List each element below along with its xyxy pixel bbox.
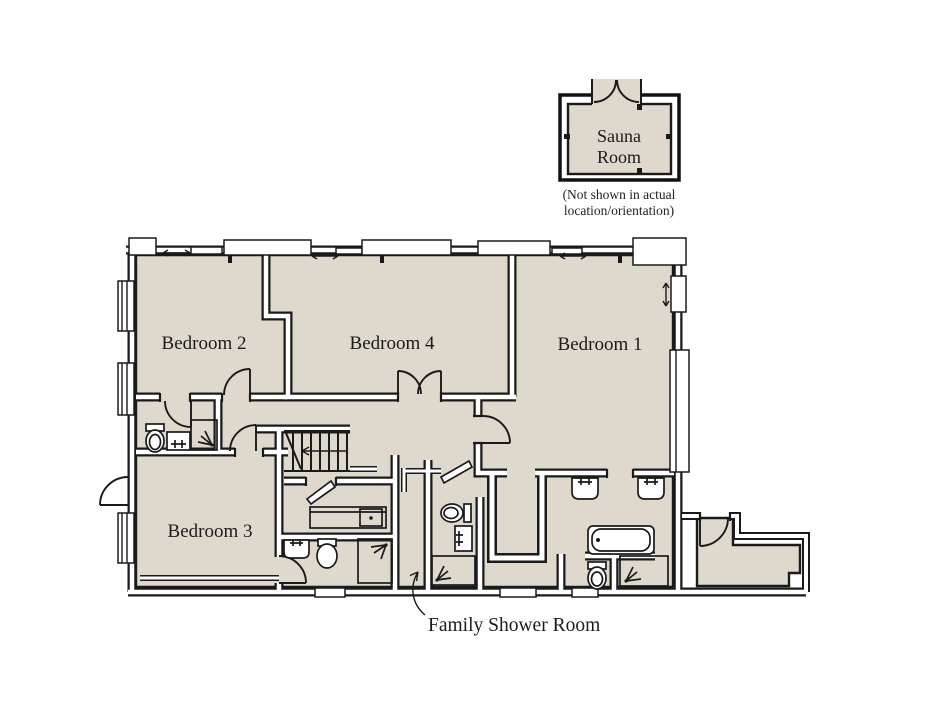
window-top-corner: [128, 237, 157, 256]
sink-icon: [454, 525, 473, 552]
toilet-icon: [316, 538, 338, 569]
opening-direction-arrows: [162, 249, 670, 307]
door-rear-extension: [699, 517, 729, 547]
arrow-horizontal-icon: [311, 252, 339, 260]
sauna-note-line2: location/orientation): [564, 203, 674, 218]
sauna-room: Sauna Room (Not shown in actual location…: [558, 79, 681, 218]
sink-icon: [166, 431, 191, 451]
door-bedroom3: [229, 424, 257, 452]
window-bay: [477, 240, 551, 256]
sink-icon: [283, 539, 310, 559]
arrow-vertical-icon: [662, 282, 670, 307]
bedroom3-label: Bedroom 3: [168, 521, 253, 542]
staircase: [284, 430, 350, 472]
sauna-note-line1: (Not shown in actual: [563, 187, 676, 202]
window-right-tall: [669, 349, 690, 473]
windows: [117, 237, 690, 598]
shower-icon: [619, 555, 669, 587]
bedroom2-ensuite: [145, 419, 218, 453]
door-exterior-left: [99, 476, 129, 506]
bedroom2-label: Bedroom 2: [162, 333, 247, 354]
window-left-2: [117, 362, 135, 416]
sauna-double-door: [593, 79, 640, 103]
sauna-room-label-line2: Room: [597, 147, 641, 167]
toilet-icon: [145, 423, 165, 453]
window-bay: [223, 239, 312, 256]
sauna-room-label-line1: Sauna: [597, 126, 641, 146]
bedroom1-bathrooms: [571, 477, 669, 590]
window-sill: [551, 247, 583, 255]
bedroom4-label: Bedroom 4: [350, 333, 435, 354]
sink-icon: [571, 477, 599, 500]
window-bay: [361, 239, 452, 256]
door-bedroom4-double: [397, 370, 442, 395]
door-leaf-shower-vestibule: [439, 459, 474, 485]
bathtub-icon: [587, 525, 655, 555]
door-leaf-counter-room: [305, 479, 337, 506]
sink-icon: [637, 477, 665, 500]
window-bottom-2: [499, 587, 537, 598]
window-left-1: [117, 280, 135, 332]
arrow-horizontal-icon: [559, 252, 587, 260]
shower-icon: [431, 555, 476, 586]
fixtures: [145, 419, 669, 590]
bedroom3-bathroom: [283, 538, 393, 584]
doors: [99, 368, 729, 584]
toilet-icon: [587, 561, 607, 590]
window-sill: [190, 246, 223, 255]
arrow-horizontal-icon: [162, 249, 191, 257]
door-bedroom3-bathroom: [278, 555, 307, 584]
family-shower-room: [431, 503, 476, 586]
toilet-icon: [440, 503, 472, 523]
rear-extension-floor: [695, 516, 802, 588]
annotation-arrow: [409, 571, 426, 616]
bedroom1-label: Bedroom 1: [558, 334, 643, 355]
family-shower-room-label: Family Shower Room: [428, 615, 600, 636]
window-right-small: [670, 275, 687, 313]
window-left-3: [117, 512, 135, 564]
door-bedroom2: [223, 368, 251, 396]
shower-icon: [357, 538, 393, 584]
window-bottom-1: [314, 587, 346, 598]
door-bedroom1: [482, 415, 511, 444]
window-bottom-3: [571, 587, 599, 598]
shower-icon: [190, 419, 218, 451]
stair-direction-arrow: [301, 446, 347, 456]
window-top-right-corner: [632, 237, 687, 266]
room-labels: Bedroom 2 Bedroom 4 Bedroom 1 Bedroom 3: [162, 333, 643, 542]
window-sill: [335, 247, 363, 255]
wall-ticks: [228, 255, 622, 263]
family-shower-annotation: Family Shower Room: [409, 571, 600, 636]
counter-room: [309, 506, 387, 529]
